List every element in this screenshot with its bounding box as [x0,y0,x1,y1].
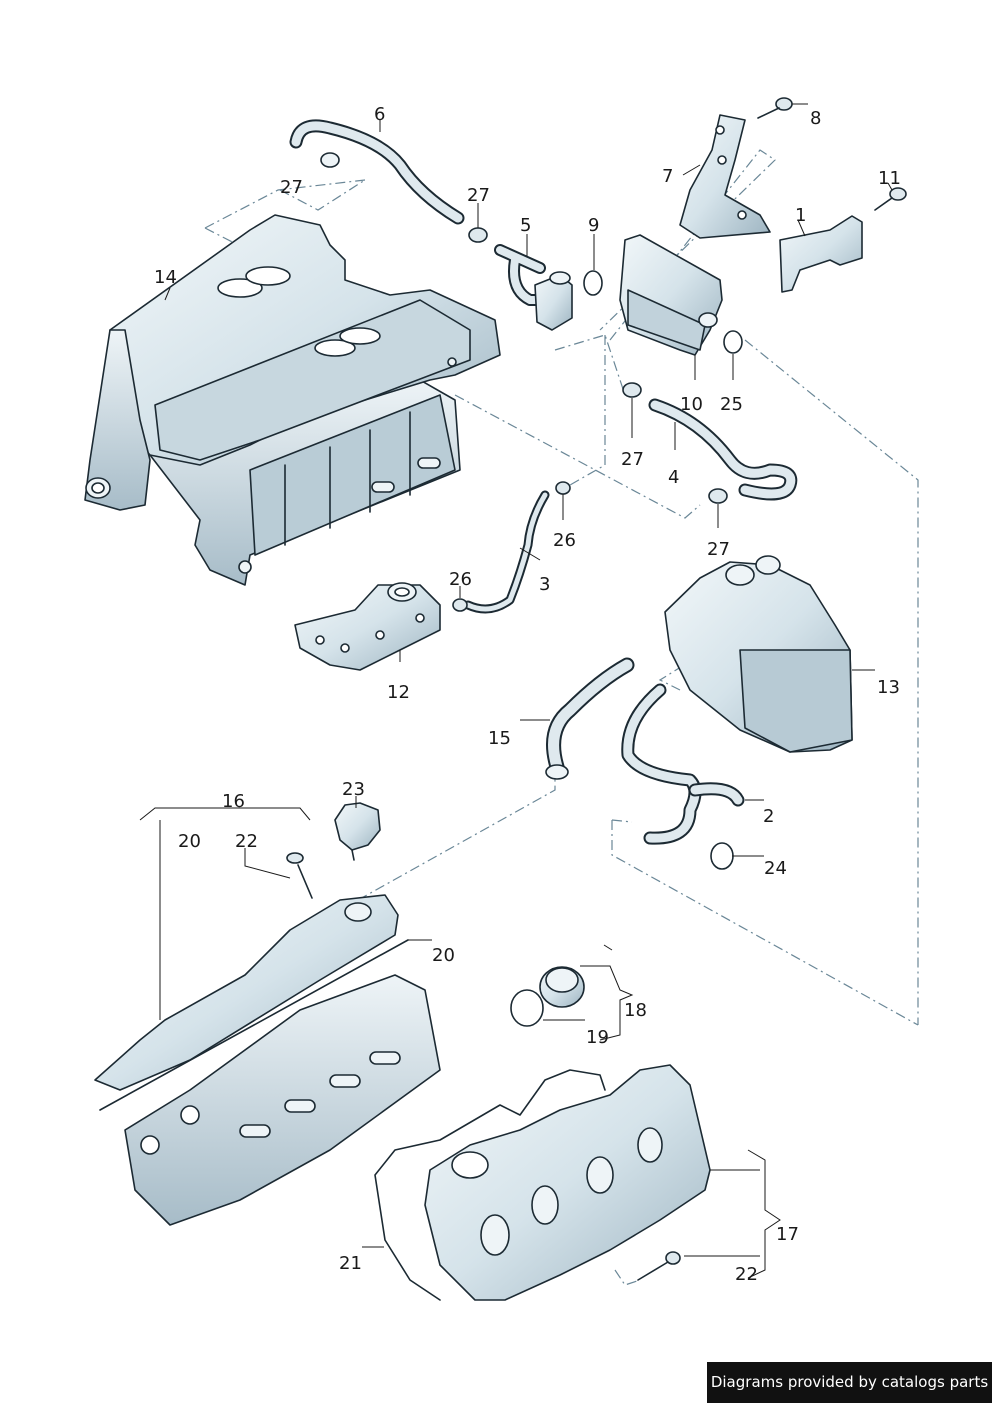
callout-7: 7 [662,166,673,187]
callout-23: 23 [342,779,365,800]
assembly-dash-lines [204,149,919,1286]
callout-19: 19 [586,1027,609,1048]
callout-27-d: 27 [707,539,730,560]
o-ring-25 [723,330,743,354]
vent-hose-6 [289,119,465,225]
hose-4 [648,398,798,501]
bracket-1 [779,215,863,293]
callout-15: 15 [488,728,511,749]
seal-ring-19 [510,989,544,1027]
cylinder-head [124,974,441,1226]
hose-15 [545,657,635,780]
callout-17: 17 [776,1224,799,1245]
oil-filler-cap-18 [510,966,585,1027]
callout-27-b: 27 [467,185,490,206]
hose-clips-27 [468,227,728,504]
callout-9: 9 [588,215,599,236]
callout-27-a: 27 [280,177,303,198]
oil-separator-10 [619,234,723,356]
bolt-22-lower [637,1251,681,1281]
callout-11: 11 [878,168,901,189]
callout-16: 16 [222,791,245,812]
callout-3: 3 [539,574,550,595]
callout-5: 5 [520,215,531,236]
gasket-21 [374,1069,606,1301]
callout-26-a: 26 [553,530,576,551]
bolt-11 [874,187,907,211]
bolt-22-upper [286,852,313,899]
callout-20-b: 20 [432,945,455,966]
breather-housing-13 [664,555,853,753]
o-ring-9 [583,270,603,296]
intake-manifold [84,214,501,586]
callout-2: 2 [763,806,774,827]
hose-2 [621,683,745,845]
leader-lines [139,103,893,1279]
callout-8: 8 [810,108,821,129]
cylinder-head-cover-16 [94,894,409,1111]
callout-25: 25 [720,394,743,415]
callout-12: 12 [387,682,410,703]
callout-20-a: 20 [178,831,201,852]
callout-1: 1 [795,205,806,226]
callout-labels: 6 8 7 11 27 27 1 5 9 14 10 25 27 4 26 27… [154,104,901,1285]
vent-valve-5 [494,244,573,331]
callout-22-b: 22 [735,1264,758,1285]
bracket-7 [679,114,771,239]
cylinder-head-cover-17 [424,1064,711,1301]
callout-10: 10 [680,394,703,415]
bolt-8 [757,97,793,119]
callout-14: 14 [154,267,177,288]
callout-4: 4 [668,467,679,488]
callout-22-a: 22 [235,831,258,852]
flange-12 [294,582,441,671]
clip-23 [334,802,381,861]
callout-21: 21 [339,1253,362,1274]
hose-clamp-24 [710,842,734,870]
hose-3 [463,490,550,614]
callout-24: 24 [764,858,787,879]
callout-6: 6 [374,104,385,125]
callout-13: 13 [877,677,900,698]
callout-18: 18 [624,1000,647,1021]
callout-27-c: 27 [621,449,644,470]
callout-26-b: 26 [449,569,472,590]
diagram-credit-banner: Diagrams provided by catalogs parts [707,1362,992,1403]
